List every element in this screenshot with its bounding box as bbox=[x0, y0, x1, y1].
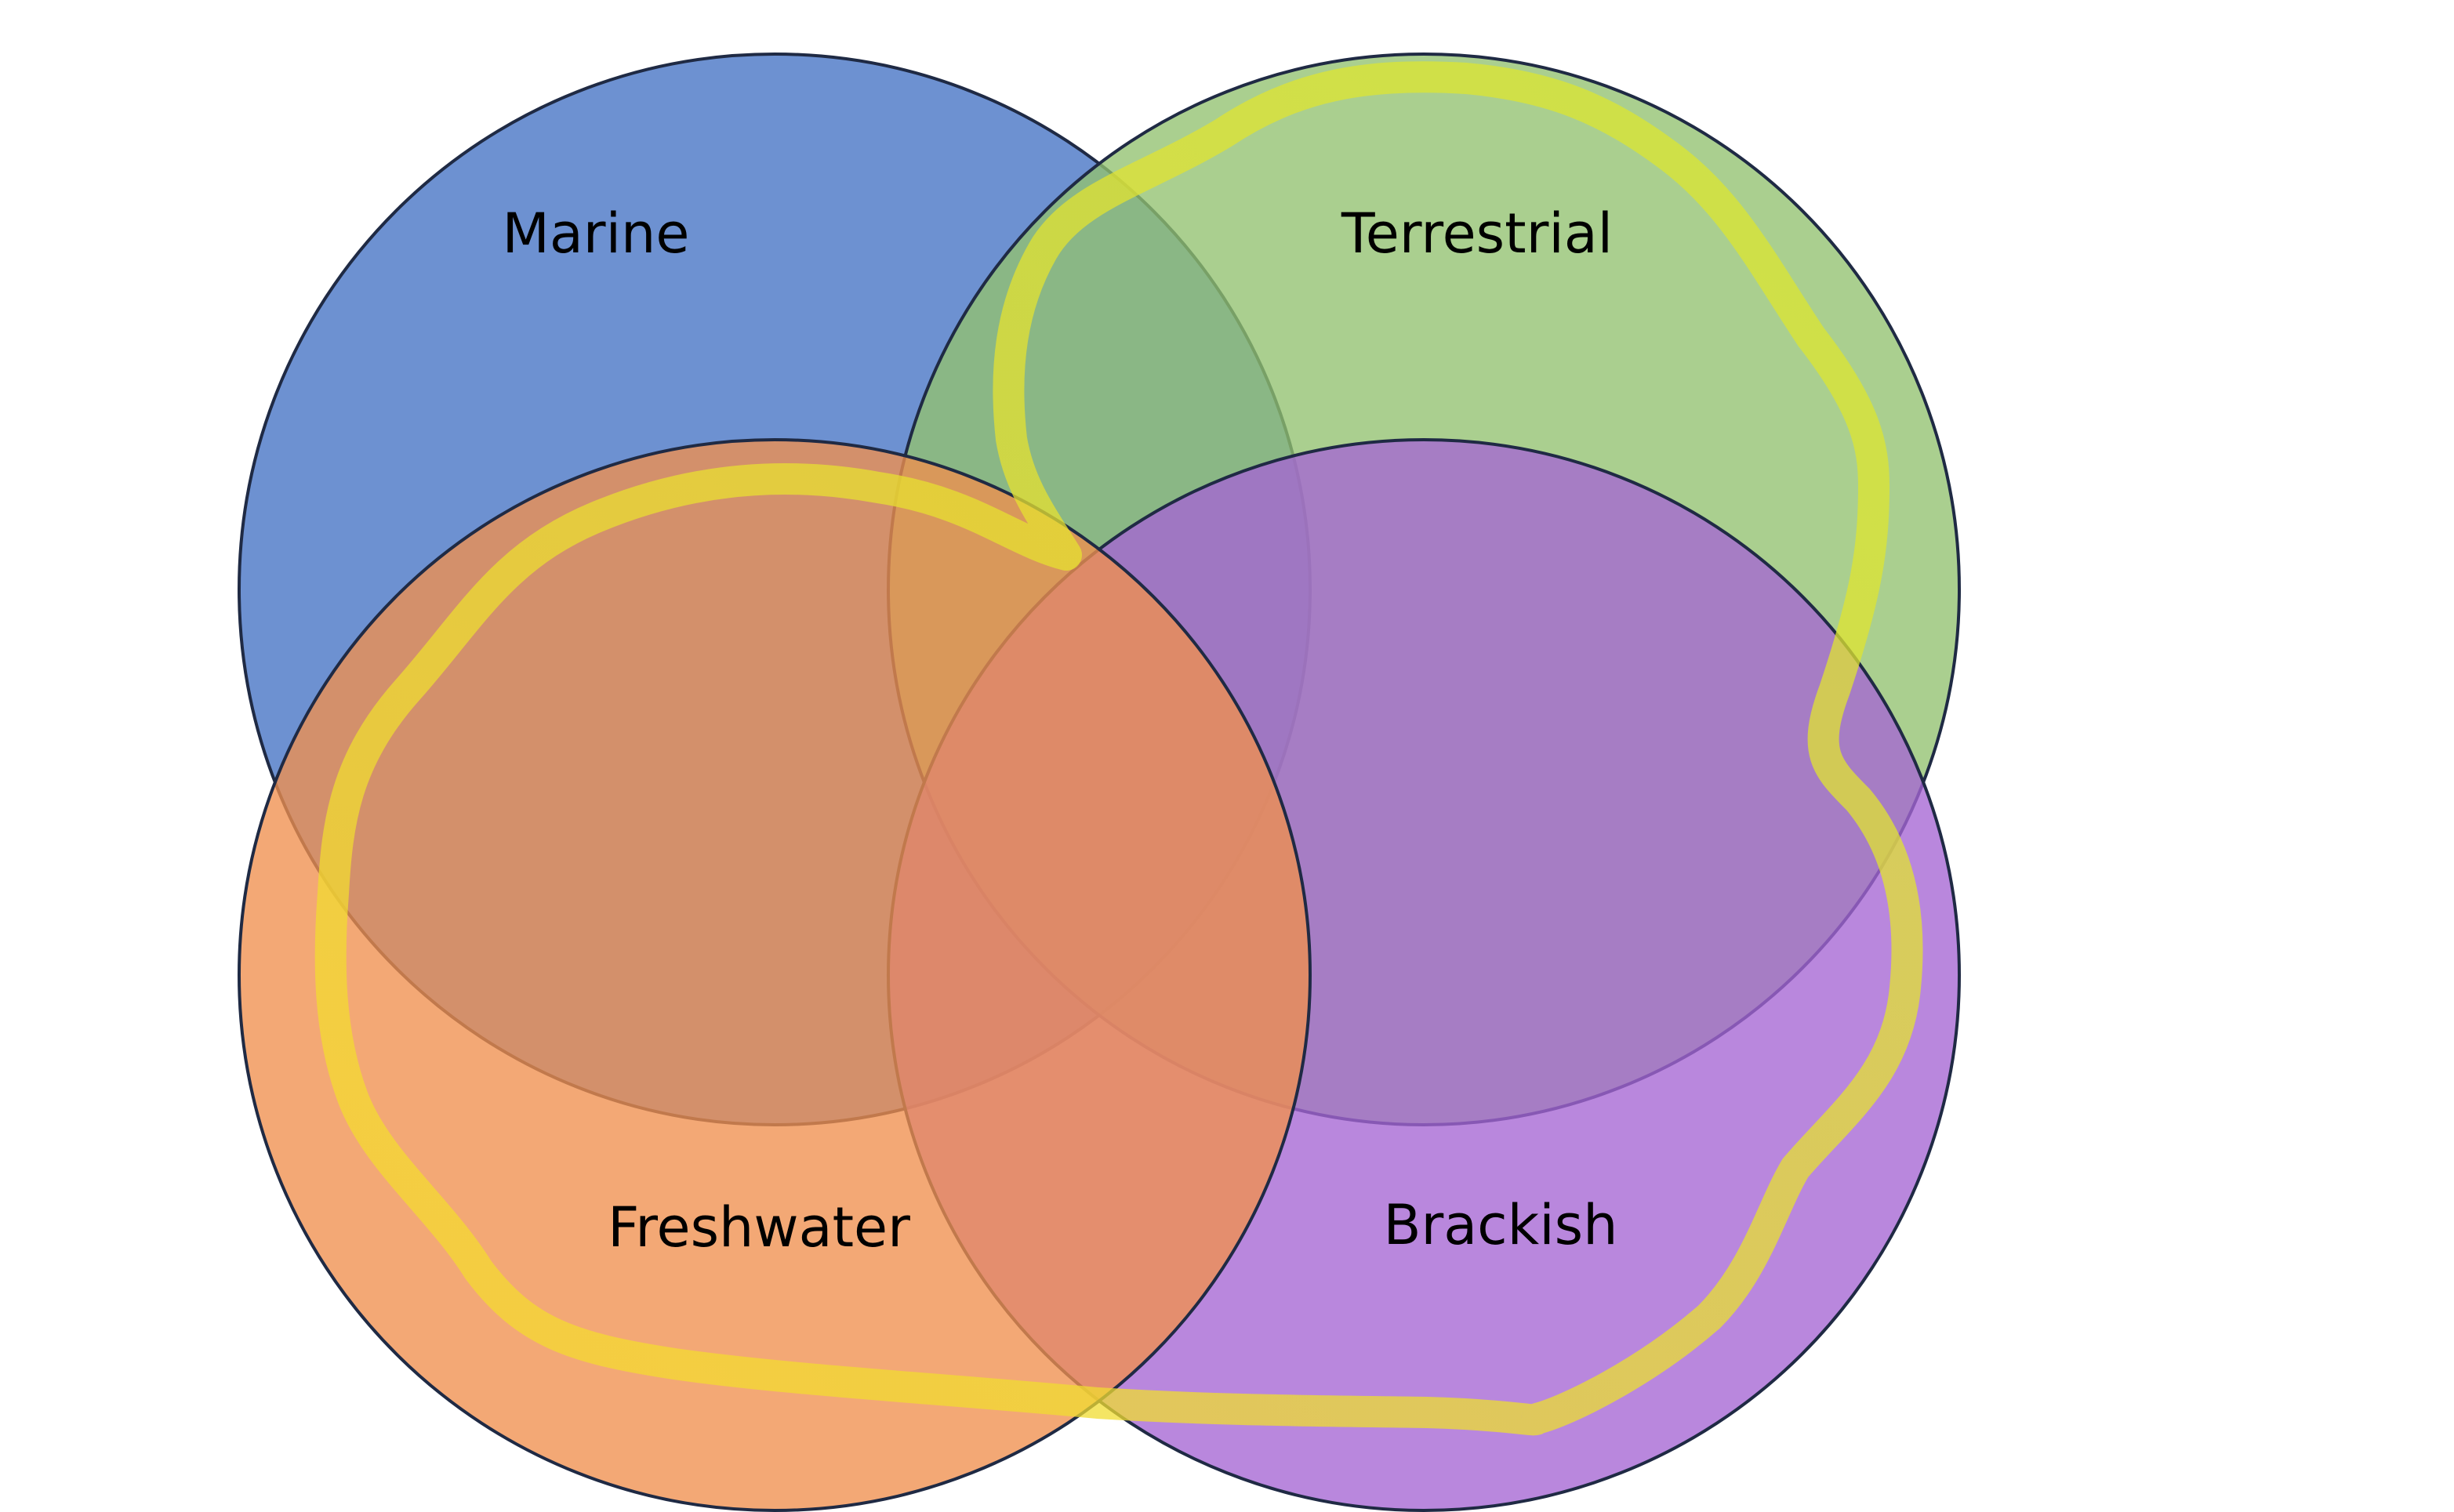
freshwater-label: Freshwater bbox=[608, 1195, 910, 1260]
freshwater-circle bbox=[238, 438, 1312, 1512]
terrestrial-label: Terrestrial bbox=[1341, 201, 1613, 266]
highlight-boundary bbox=[314, 61, 1923, 1436]
marine-label: Marine bbox=[503, 201, 690, 266]
brackish-label: Brackish bbox=[1383, 1193, 1617, 1257]
